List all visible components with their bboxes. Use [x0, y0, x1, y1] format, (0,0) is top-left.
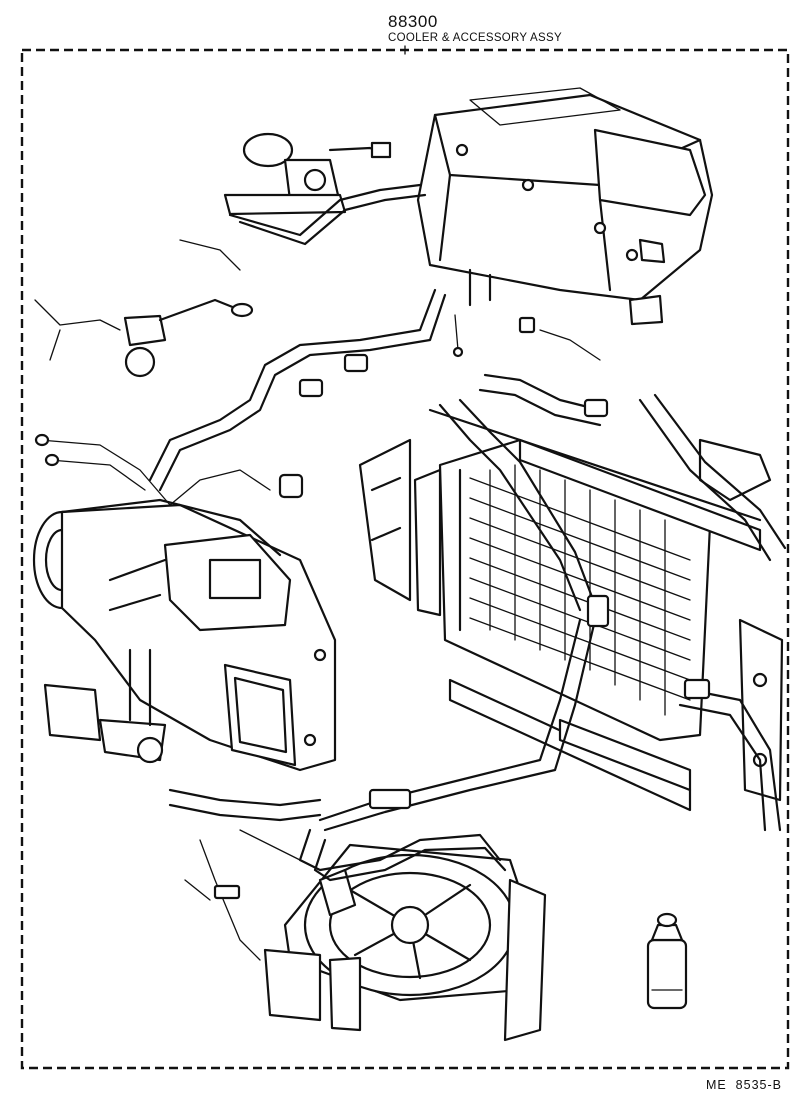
vacuum-actuator: [123, 298, 254, 378]
assembly-part-name: COOLER & ACCESSORY ASSY: [388, 32, 562, 44]
evaporator-unit: [416, 87, 714, 326]
electric-fan-assembly: [263, 843, 547, 1042]
drawing-reference-code: ME 8535-B: [705, 1078, 782, 1092]
assembly-part-number: 88300: [388, 12, 438, 31]
refrigerant-hose-assembly: [148, 183, 787, 882]
refrigerant-oil-bottle: [646, 912, 688, 1010]
condenser: [428, 408, 762, 742]
condenser-base-rails: [448, 678, 692, 812]
wire-harness: [34, 239, 601, 961]
blower-heater-unit: [32, 498, 337, 772]
water-valve: [223, 132, 392, 216]
condenser-mounting-bracket: [358, 438, 442, 617]
